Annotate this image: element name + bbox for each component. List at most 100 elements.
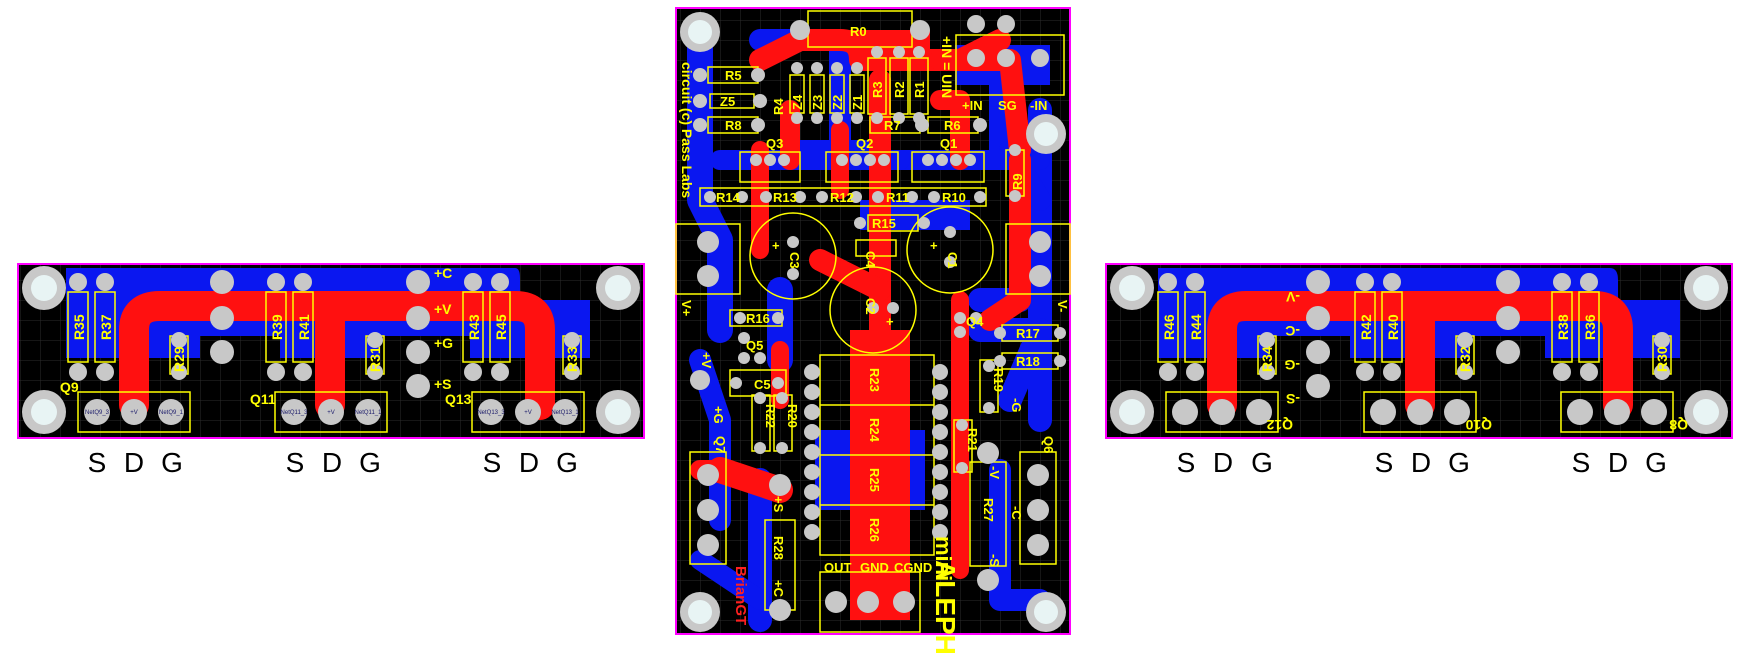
label-r8: R8 [725, 118, 742, 133]
legend-s: S [1375, 447, 1394, 478]
label-r3: R3 [870, 81, 885, 98]
label-plus-c: +C [434, 265, 452, 281]
label-minus-s: -S [987, 554, 1002, 567]
label-r27: R27 [981, 498, 996, 522]
label-r4: R4 [771, 98, 786, 115]
label-r42: R42 [1358, 314, 1374, 340]
label-c2: C2 [863, 298, 878, 315]
label-r38: R38 [1555, 314, 1571, 340]
left-output-board: R35 R37 R39 R41 R43 R45 R29 R31 R33 Q9 Q… [17, 263, 645, 478]
copyright-text: circuit (c) Pass Labs [679, 62, 695, 198]
legend-d: D [1608, 447, 1628, 478]
label-q10: Q10 [1465, 417, 1492, 433]
label-z4: Z4 [790, 94, 805, 110]
label-q11: Q11 [250, 391, 276, 407]
pad-name: NetQ13_1 [551, 410, 579, 416]
right-output-board: R46 R44 R42 R40 R38 R36 R34 R32 R30 Q12 … [1105, 263, 1733, 478]
legend-s: S [286, 447, 305, 478]
label-r0: R0 [850, 24, 867, 39]
label-plus-g: +G [434, 335, 453, 351]
label-r29: R29 [171, 346, 187, 372]
right-mounting-holes [1110, 266, 1728, 434]
label-plus-c: +C [771, 580, 786, 598]
label-minus-s: -S [1286, 391, 1300, 407]
label-r16: R16 [746, 311, 770, 326]
left-top-copper [119, 291, 555, 420]
main-amplifier-board: R0 R5 Z5 R8 R4 Z4 Z3 Z2 Z1 R3 R2 R1 R7 R… [675, 7, 1071, 654]
label-minus-c: -C [1009, 506, 1024, 520]
label-r13: R13 [773, 190, 797, 205]
label-z5: Z5 [720, 94, 735, 109]
label-z1: Z1 [850, 95, 865, 110]
label-q1: Q1 [940, 136, 957, 151]
label-r28: R28 [771, 536, 786, 560]
label-r33: R33 [564, 346, 580, 372]
credit-text: BrianGT [732, 566, 749, 625]
legend-d: D [322, 447, 342, 478]
label-c5: C5 [754, 377, 771, 392]
legend-g: G [359, 447, 381, 478]
label-r37: R37 [98, 314, 114, 340]
label-minus-v: -V [987, 466, 1002, 479]
legend-d: D [1411, 447, 1431, 478]
label-r45: R45 [493, 314, 509, 340]
label-r24: R24 [867, 418, 882, 443]
label-r34: R34 [1259, 346, 1275, 372]
legend-g: G [1251, 447, 1273, 478]
label-r39: R39 [269, 314, 285, 340]
legend-g: G [556, 447, 578, 478]
label-minus-g: -G [1009, 398, 1024, 412]
label-r22: R22 [763, 404, 778, 428]
label-r7: R7 [884, 118, 901, 133]
label-r5: R5 [725, 68, 742, 83]
right-top-copper [1207, 291, 1633, 420]
label-q3: Q3 [766, 136, 783, 151]
label-r12: R12 [830, 190, 854, 205]
label-in-plus: +IN [962, 98, 983, 113]
pad-name: NetQ11_1 [355, 410, 383, 416]
label-r32: R32 [1457, 346, 1473, 372]
pad-name: +V [524, 410, 532, 416]
label-v-plus: V+ [679, 300, 694, 317]
label-c1: C1 [945, 252, 960, 269]
label-r14: R14 [716, 190, 741, 205]
pad-name: +V [327, 410, 335, 416]
label-r44: R44 [1188, 314, 1204, 340]
label-r36: R36 [1582, 314, 1598, 340]
label-plus-s: +S [434, 376, 452, 392]
label-v-minus: V- [1055, 300, 1070, 312]
pad-name: NetQ9_1 [159, 410, 184, 416]
label-q2: Q2 [856, 136, 873, 151]
label-q9: Q9 [60, 379, 79, 395]
center-mounting-holes [680, 12, 1066, 632]
label-r43: R43 [466, 314, 482, 340]
label-q8: Q8 [1669, 417, 1688, 433]
label-c4: C4 [863, 251, 878, 268]
legend-s: S [88, 447, 107, 478]
label-q13: Q13 [445, 391, 472, 407]
label-r40: R40 [1385, 314, 1401, 340]
legend-d: D [1213, 447, 1233, 478]
label-q12: Q12 [1266, 417, 1293, 433]
label-r1: R1 [912, 81, 927, 98]
pad-name: +V [130, 410, 138, 416]
legend-s: S [483, 447, 502, 478]
label-r18: R18 [1016, 354, 1040, 369]
legend-g: G [1645, 447, 1667, 478]
label-cgnd: CGND [894, 560, 932, 575]
label-r21: R21 [965, 428, 980, 452]
label-minus-c: -C [1285, 323, 1300, 339]
legend-s: S [1177, 447, 1196, 478]
label-z2: Z2 [830, 95, 845, 110]
label-gnd: GND [860, 560, 889, 575]
label-plus-s: +S [771, 496, 786, 513]
legend-g: G [1448, 447, 1470, 478]
label-r35: R35 [71, 314, 87, 340]
label-minus-g: -G [1284, 357, 1300, 373]
pad-name: NetQ11_3 [281, 410, 309, 416]
label-r25: R25 [867, 468, 882, 492]
label-r30: R30 [1654, 346, 1670, 372]
label-in-minus: -IN [1030, 98, 1047, 113]
label-r31: R31 [367, 346, 383, 372]
